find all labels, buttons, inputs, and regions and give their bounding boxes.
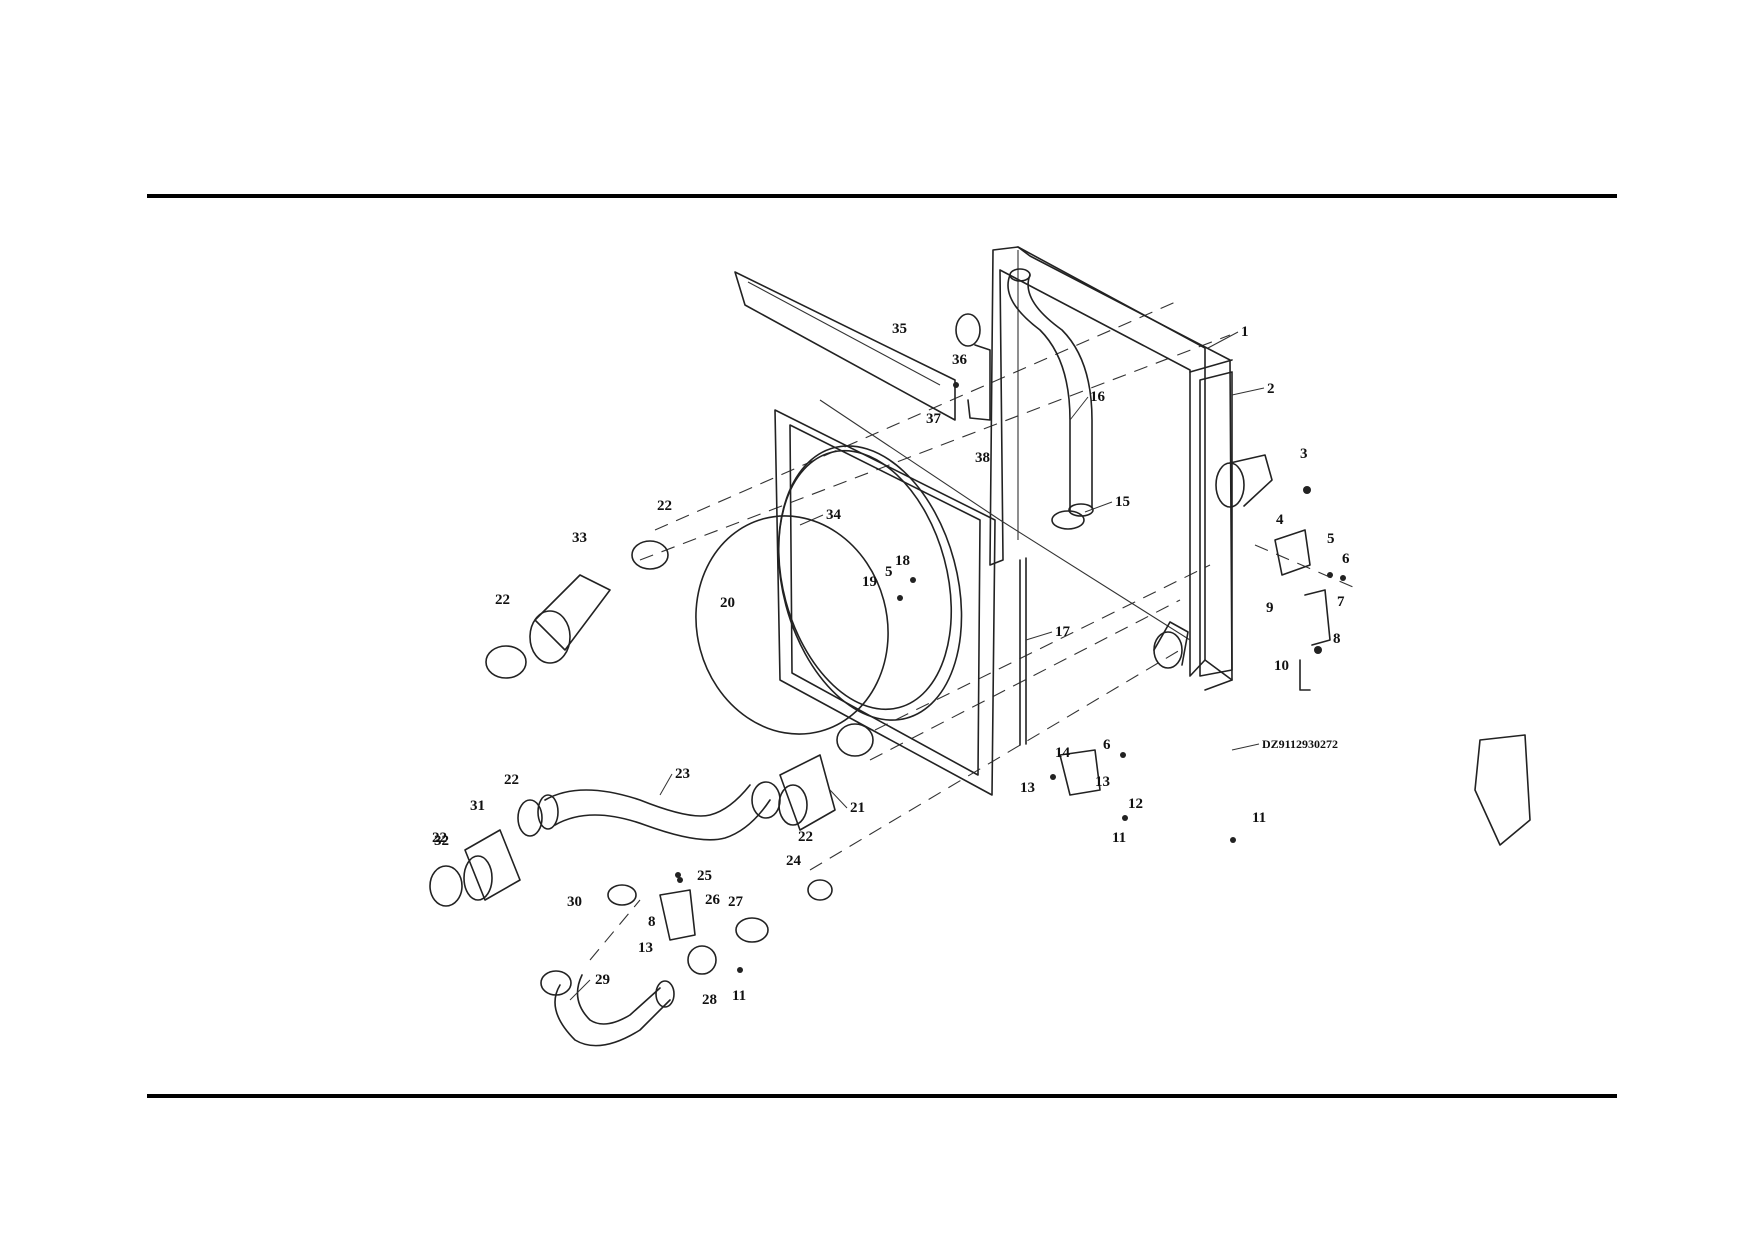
callout-32: 32 — [434, 833, 449, 849]
callout-2: 2 — [1267, 381, 1275, 397]
callout-33: 33 — [572, 530, 587, 546]
callout-3: 3 — [1300, 446, 1308, 462]
top-rule — [147, 194, 1617, 198]
assembly-lines — [589, 299, 1361, 961]
fasteners — [675, 382, 1346, 973]
callout-38: 38 — [975, 450, 990, 466]
callout-8b: 8 — [648, 914, 656, 930]
top-cover — [734, 271, 956, 421]
callout-22a: 22 — [657, 498, 672, 514]
callout-10: 10 — [1274, 658, 1289, 674]
callout-13c: 13 — [638, 940, 653, 956]
callout-29: 29 — [595, 972, 610, 988]
callout-28: 28 — [702, 992, 717, 1008]
callout-16: 16 — [1090, 389, 1106, 405]
callout-11b: 11 — [1112, 830, 1126, 846]
callout-34: 34 — [826, 507, 842, 523]
callout-21: 21 — [850, 800, 865, 816]
callout-13b: 13 — [1095, 774, 1110, 790]
callout-37: 37 — [926, 411, 942, 427]
brackets — [1059, 529, 1531, 846]
fan-shroud — [774, 399, 1001, 796]
callout-22d: 22 — [798, 829, 813, 845]
radiator-assembly — [955, 246, 1273, 746]
callout-17: 17 — [1055, 624, 1071, 640]
callout-6: 6 — [1342, 551, 1350, 567]
callout-9: 9 — [1266, 600, 1274, 616]
callout-19: 19 — [862, 574, 877, 590]
callout-35: 35 — [892, 321, 907, 337]
part-code-label: DZ9112930272 — [1262, 737, 1338, 751]
callout-36: 36 — [952, 352, 968, 368]
callout-8: 8 — [1333, 631, 1341, 647]
callout-18: 18 — [895, 553, 910, 569]
callout-24: 24 — [786, 853, 802, 869]
callout-22c: 22 — [504, 772, 519, 788]
callout-5: 5 — [1327, 531, 1335, 547]
callout-25: 25 — [697, 868, 712, 884]
callout-4: 4 — [1276, 512, 1284, 528]
callout-14: 14 — [1055, 745, 1071, 761]
callout-20: 20 — [720, 595, 735, 611]
callout-22e: 22 — [432, 830, 447, 846]
callout-27: 27 — [728, 894, 744, 910]
callout-6b: 6 — [1103, 737, 1111, 753]
callout-22b: 22 — [495, 592, 510, 608]
callout-23: 23 — [675, 766, 690, 782]
callout-11c: 11 — [732, 988, 746, 1004]
callout-13a: 13 — [1020, 780, 1035, 796]
callout-11a: 11 — [1252, 810, 1266, 826]
charge-air-hoses — [429, 540, 874, 1047]
bottom-rule — [147, 1094, 1617, 1098]
callout-31: 31 — [470, 798, 485, 814]
callout-1: 1 — [1241, 324, 1249, 340]
callout-15: 15 — [1115, 494, 1130, 510]
callout-5b: 5 — [885, 564, 893, 580]
callout-26: 26 — [705, 892, 721, 908]
callout-7: 7 — [1337, 594, 1345, 610]
callout-30: 30 — [567, 894, 582, 910]
leader-lines — [569, 331, 1265, 1001]
seal-ring — [695, 515, 889, 735]
callout-labels: 1 2 3 4 5 6 7 8 9 10 11 11 11 12 13 13 1… — [432, 321, 1350, 1008]
callout-12: 12 — [1128, 796, 1143, 812]
